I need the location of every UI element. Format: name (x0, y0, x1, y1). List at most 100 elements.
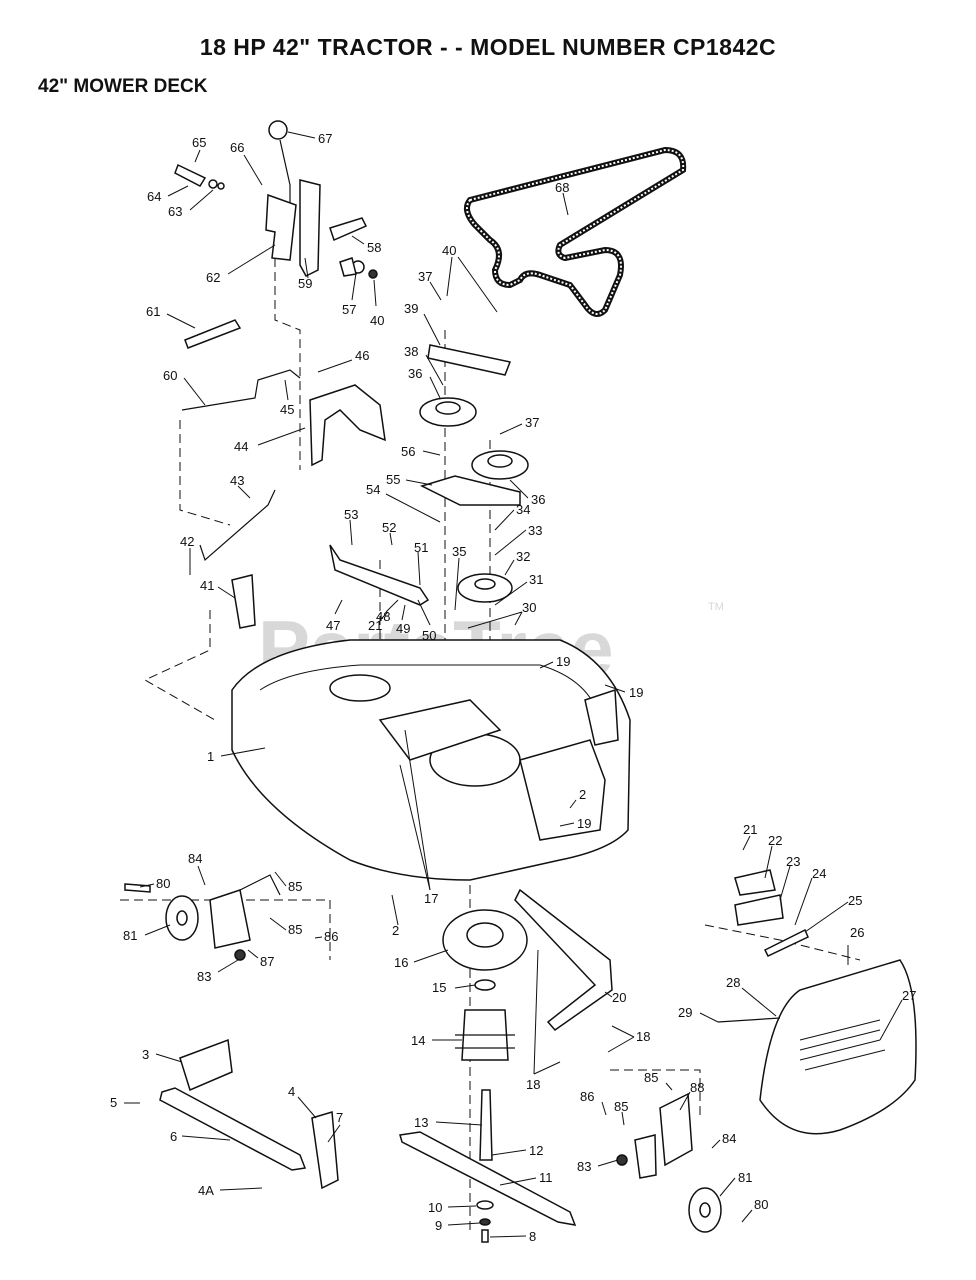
rod-part-29 (717, 1017, 781, 1023)
callout: 50 (417, 599, 436, 643)
svg-text:51: 51 (414, 540, 428, 555)
callout: 31 (494, 572, 543, 606)
svg-text:50: 50 (422, 628, 436, 643)
bracket-part-3 (179, 1038, 233, 1092)
svg-text:65: 65 (192, 135, 206, 150)
callout: 85 (274, 871, 302, 894)
callouts: 67 65 66 64 63 58 62 59 57 40 68 40 37 3… (110, 131, 916, 1244)
svg-text:32: 32 (516, 549, 530, 564)
callout: 37 (418, 269, 442, 301)
svg-text:45: 45 (280, 402, 294, 417)
callout: 86 (580, 1089, 607, 1116)
svg-text:14: 14 (411, 1033, 425, 1048)
callout: 83 (197, 959, 239, 984)
svg-text:54: 54 (366, 482, 380, 497)
svg-text:59: 59 (298, 276, 312, 291)
callout: 21 (742, 822, 757, 851)
svg-text:31: 31 (529, 572, 543, 587)
svg-text:6: 6 (170, 1129, 177, 1144)
callout: 7 (327, 1110, 343, 1143)
svg-text:19: 19 (577, 816, 591, 831)
callout: 60 (163, 368, 206, 406)
callout: 18 (607, 1025, 650, 1053)
callout: 55 (386, 472, 433, 487)
svg-text:12: 12 (529, 1143, 543, 1158)
svg-text:8: 8 (529, 1229, 536, 1244)
discharge-chute-part-27 (759, 959, 917, 1135)
bracket-part-22 (734, 869, 776, 896)
svg-text:37: 37 (525, 415, 539, 430)
svg-text:34: 34 (516, 502, 530, 517)
callout: 37 (499, 415, 539, 435)
svg-text:15: 15 (432, 980, 446, 995)
washer-part-10 (476, 1200, 494, 1210)
svg-text:81: 81 (738, 1170, 752, 1185)
rod-part-60 (181, 369, 301, 411)
svg-text:40: 40 (442, 243, 456, 258)
callout: 12 (491, 1143, 543, 1158)
callout: 65 (192, 135, 206, 163)
belt-part-68 (463, 146, 687, 317)
svg-text:18: 18 (526, 1077, 540, 1092)
callout: 85 (269, 917, 302, 937)
callout: 58 (351, 235, 381, 255)
section-title: 42" MOWER DECK (38, 76, 208, 97)
svg-text:1: 1 (207, 749, 214, 764)
svg-text:29: 29 (678, 1005, 692, 1020)
svg-text:37: 37 (418, 269, 432, 284)
callout: 42 (180, 534, 194, 575)
callout: 6 (170, 1129, 231, 1144)
svg-text:30: 30 (522, 600, 536, 615)
callout: 32 (504, 549, 530, 576)
svg-text:26: 26 (850, 925, 864, 940)
svg-text:7: 7 (336, 1110, 343, 1125)
callout: 23 (779, 854, 800, 901)
svg-text:2: 2 (392, 923, 399, 938)
callout: 5 (110, 1095, 140, 1110)
arm-part-20 (514, 888, 613, 1032)
svg-text:88: 88 (690, 1080, 704, 1095)
svg-text:17: 17 (424, 891, 438, 906)
svg-text:40: 40 (370, 313, 384, 328)
callout: 56 (401, 444, 441, 459)
page-title: 18 HP 42" TRACTOR - - MODEL NUMBER CP184… (199, 34, 777, 60)
callout: 2 (391, 894, 399, 938)
callout: 88 (679, 1080, 704, 1111)
svg-text:18: 18 (636, 1029, 650, 1044)
link-part-6 (159, 1087, 307, 1171)
callout: 85 (644, 1070, 673, 1091)
callout: 67 (287, 131, 332, 146)
svg-text:55: 55 (386, 472, 400, 487)
callout: 10 (428, 1200, 477, 1215)
callout: 25 (804, 893, 862, 933)
svg-text:44: 44 (234, 439, 248, 454)
svg-text:85: 85 (288, 922, 302, 937)
callout: 20 (604, 990, 626, 1005)
callout: 19 (559, 816, 591, 831)
svg-text:27: 27 (902, 988, 916, 1003)
svg-text:36: 36 (531, 492, 545, 507)
callout: 49 (396, 604, 410, 636)
callout: 64 (147, 185, 189, 204)
svg-text:35: 35 (452, 544, 466, 559)
svg-text:20: 20 (612, 990, 626, 1005)
svg-text:57: 57 (342, 302, 356, 317)
svg-text:67: 67 (318, 131, 332, 146)
svg-text:4: 4 (288, 1084, 295, 1099)
svg-text:87: 87 (260, 954, 274, 969)
callout: 39 (404, 301, 441, 346)
callout: 40 (442, 243, 498, 313)
callout: 46 (317, 348, 369, 373)
bearing-part-15 (474, 979, 496, 991)
callout: 80 (741, 1197, 768, 1223)
spring-part-61 (184, 319, 242, 349)
callout: 30 (467, 600, 536, 629)
svg-text:63: 63 (168, 204, 182, 219)
svg-text:10: 10 (428, 1200, 442, 1215)
svg-text:49: 49 (396, 621, 410, 636)
shaft-part-13 (479, 1089, 493, 1161)
bracket-part-4 (311, 1111, 339, 1190)
callout: 27 (879, 988, 916, 1041)
svg-text:33: 33 (528, 523, 542, 538)
callout: 81 (123, 924, 171, 943)
